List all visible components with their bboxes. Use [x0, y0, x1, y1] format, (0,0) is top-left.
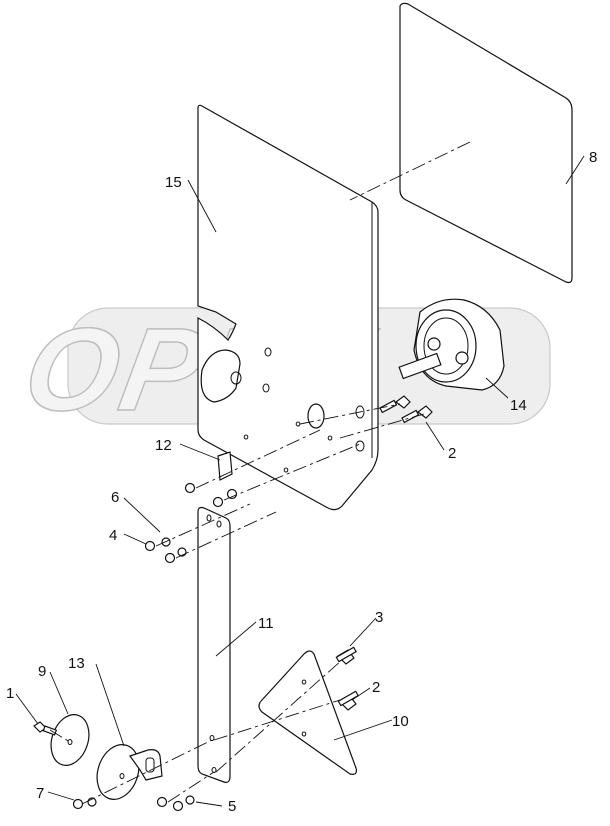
callout-3: 3	[375, 609, 383, 626]
callout-14: 13	[68, 655, 85, 672]
callout-13: 14	[510, 397, 527, 414]
callout-15: 15	[165, 174, 182, 191]
callout-8: 8	[589, 149, 597, 166]
callout-2-upper: 2	[448, 445, 456, 462]
callout-11: 11	[258, 615, 274, 632]
callout-10: 10	[392, 713, 409, 730]
strip-11	[197, 506, 231, 783]
panel-15	[197, 104, 379, 511]
callout-6: 6	[111, 489, 119, 506]
bracket-12	[217, 451, 233, 481]
callout-9: 9	[38, 663, 46, 680]
callout-1: 1	[6, 685, 14, 702]
reflector-10	[258, 650, 357, 775]
leader-lines	[15, 155, 585, 807]
panel-8	[399, 2, 573, 284]
callout-4: 4	[109, 527, 117, 544]
callout-12: 12	[155, 437, 172, 454]
lamp-13	[398, 298, 505, 391]
callout-7: 7	[36, 785, 44, 802]
assembly-centerlines	[49, 141, 471, 805]
callout-2-lower: 2	[372, 679, 380, 696]
callout-labels: 15 8 14 2 12 6 4 11 3 2 10 1 9 13 7 5	[6, 149, 597, 815]
callout-5: 5	[228, 798, 236, 815]
reflector-bracket-14	[96, 744, 163, 800]
panel-15-cutout	[200, 349, 241, 403]
